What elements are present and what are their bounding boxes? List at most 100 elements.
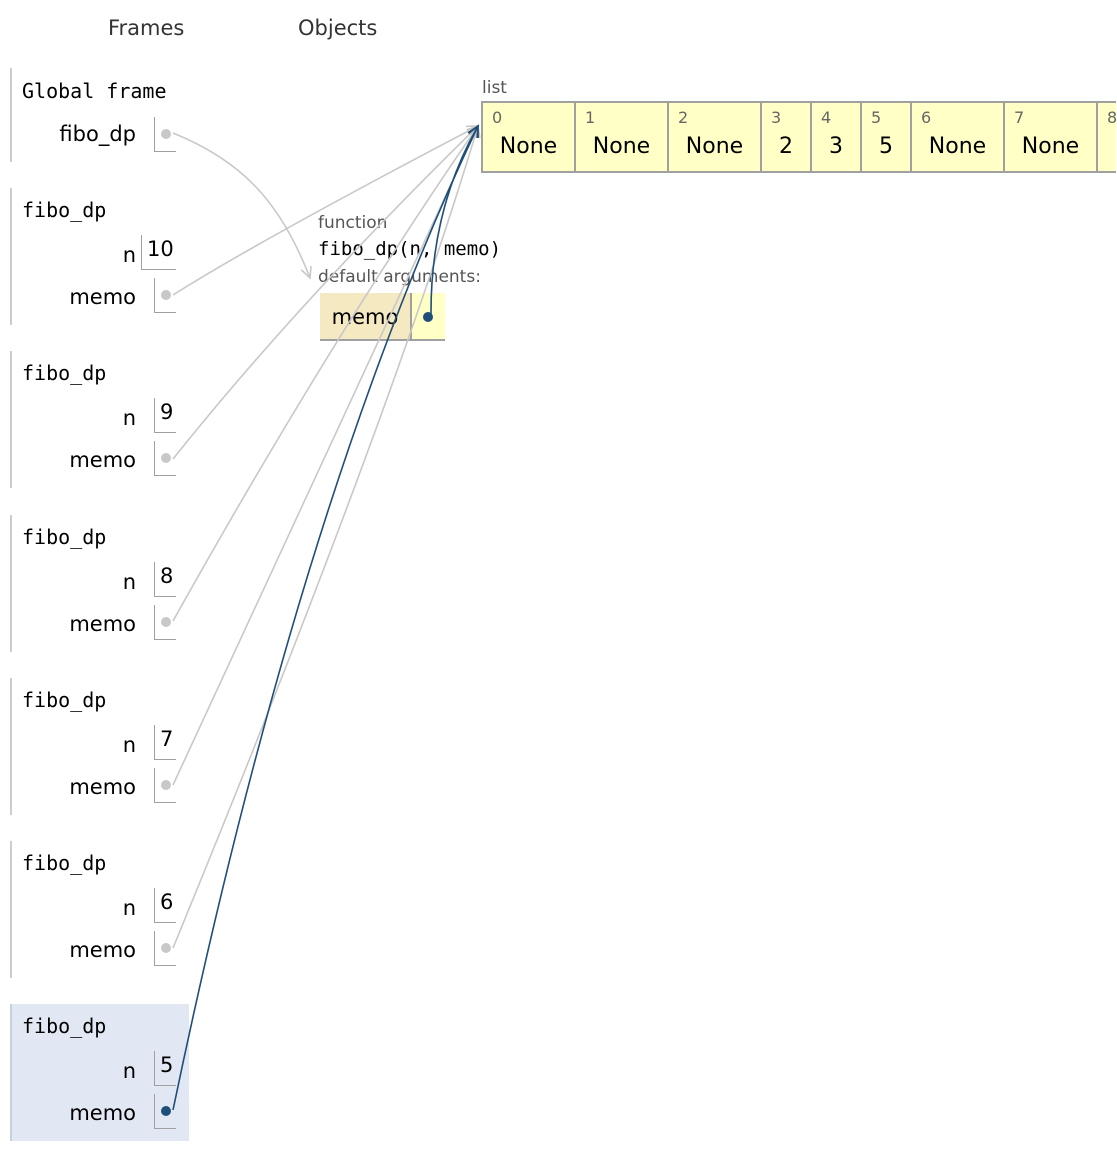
list-value: None xyxy=(685,134,744,159)
arrow-head xyxy=(300,265,312,280)
list-value: 5 xyxy=(879,134,893,159)
pointer-dot xyxy=(161,129,171,139)
pointer-dot xyxy=(161,780,171,790)
var-name-memo: memo xyxy=(69,612,136,636)
pointer-fibo-dp-to-function xyxy=(172,132,311,279)
list-index: 8 xyxy=(1107,108,1117,127)
pointer-default-memo-to-list xyxy=(430,125,479,318)
list-value: 2 xyxy=(779,134,793,159)
frame-title: fibo_dp xyxy=(22,198,107,222)
var-value-n: 8 xyxy=(154,562,176,597)
var-value-n: 9 xyxy=(154,398,176,433)
pointer-dot xyxy=(161,290,171,300)
n-value: 9 xyxy=(160,400,174,424)
var-name-memo: memo xyxy=(69,285,136,309)
pointer-memo-to-list xyxy=(172,125,479,622)
var-name-memo: memo xyxy=(69,938,136,962)
frame-title: fibo_dp xyxy=(22,851,107,875)
var-value-memo xyxy=(154,931,176,966)
var-name-n: n xyxy=(122,570,136,594)
default-arguments-label: default arguments: xyxy=(318,267,481,287)
objects-header: Objects xyxy=(298,16,378,40)
var-value-memo xyxy=(154,278,176,313)
list-index: 5 xyxy=(871,108,882,127)
default-arg-key: memo xyxy=(320,293,412,339)
var-value-n: 10 xyxy=(141,235,176,270)
list-value: 3 xyxy=(829,134,843,159)
var-name-fibo-dp: fibo_dp xyxy=(59,122,136,146)
n-value: 7 xyxy=(160,727,174,751)
function-signature: fibo_dp(n, memo) xyxy=(318,238,502,260)
n-value: 5 xyxy=(160,1053,174,1077)
pointer-active-memo-to-list xyxy=(172,125,479,1111)
var-name-n: n xyxy=(122,406,136,430)
list-index: 6 xyxy=(921,108,932,127)
list-index: 1 xyxy=(585,108,596,127)
pointer-dot xyxy=(161,943,171,953)
global-frame: Global frame fibo_dp xyxy=(10,68,189,162)
frame-title: fibo_dp xyxy=(22,1014,107,1038)
var-name-n: n xyxy=(122,896,136,920)
pointer-dot xyxy=(423,312,433,322)
list-index: 0 xyxy=(492,108,503,127)
var-value-memo xyxy=(154,1094,176,1129)
list-index: 3 xyxy=(771,108,782,127)
var-value-memo xyxy=(154,605,176,640)
pointer-dot xyxy=(161,617,171,627)
list-value: None xyxy=(928,134,987,159)
list-value: None xyxy=(1021,134,1080,159)
var-name-n: n xyxy=(122,1059,136,1083)
var-name-n: n xyxy=(122,733,136,757)
frames-header: Frames xyxy=(108,16,185,40)
pointer-dot xyxy=(161,1106,171,1116)
pointer-dot xyxy=(161,453,171,463)
var-name-memo: memo xyxy=(69,775,136,799)
var-value-n: 5 xyxy=(154,1051,176,1086)
var-value-memo xyxy=(154,768,176,803)
pointer-memo-to-list xyxy=(172,125,479,460)
pointer-memo-to-list xyxy=(172,125,479,949)
frame-title: fibo_dp xyxy=(22,688,107,712)
var-value-fibo-dp xyxy=(154,117,176,152)
n-value: 8 xyxy=(160,564,174,588)
n-value: 10 xyxy=(147,237,174,261)
list-index: 2 xyxy=(678,108,689,127)
list-index: 7 xyxy=(1014,108,1025,127)
pointer-memo-to-list xyxy=(172,125,479,296)
var-name-n: n xyxy=(122,243,136,267)
function-label: function xyxy=(318,213,388,233)
frame-title: fibo_dp xyxy=(22,361,107,385)
list-value: None xyxy=(592,134,651,159)
var-name-memo: memo xyxy=(69,448,136,472)
arrow-head xyxy=(467,124,479,139)
pointer-memo-to-list xyxy=(172,125,479,786)
var-value-n: 7 xyxy=(154,725,176,760)
list-value: None xyxy=(499,134,558,159)
var-value-n: 6 xyxy=(154,888,176,923)
list-index: 4 xyxy=(821,108,832,127)
var-value-memo xyxy=(154,441,176,476)
default-arguments-table: memo xyxy=(320,293,445,341)
n-value: 6 xyxy=(160,890,174,914)
list-cell: 8 xyxy=(1096,103,1117,171)
frame-title: Global frame xyxy=(22,79,167,103)
list-label: list xyxy=(482,78,507,98)
default-arg-value xyxy=(412,293,445,339)
var-name-memo: memo xyxy=(69,1101,136,1125)
